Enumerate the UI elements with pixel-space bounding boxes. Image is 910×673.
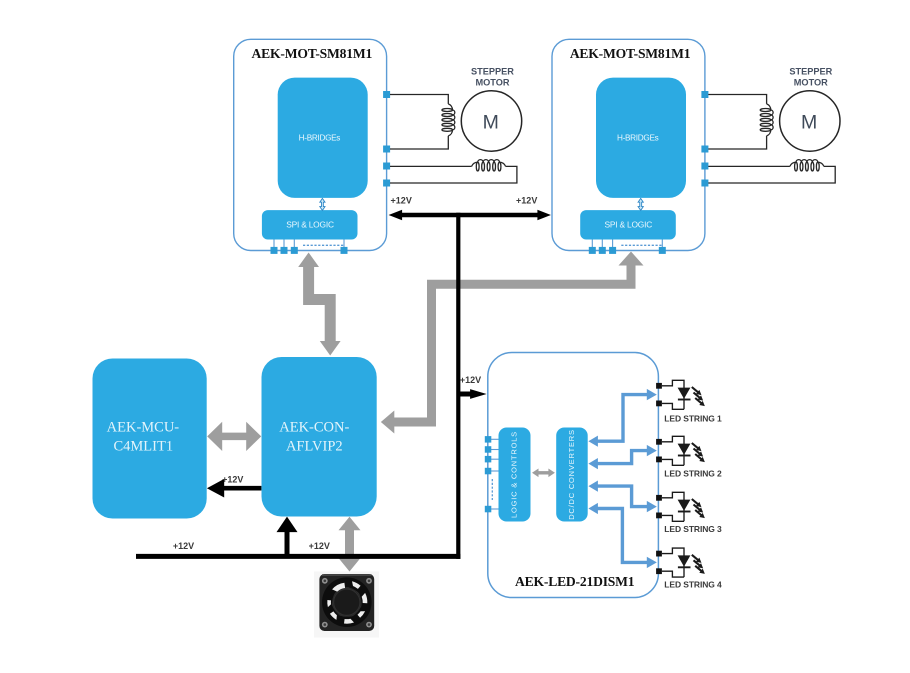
- svg-text:+12V: +12V: [516, 196, 537, 206]
- svg-text:MOTOR: MOTOR: [475, 77, 509, 87]
- svg-text:+12V: +12V: [222, 475, 243, 485]
- svg-text:+12V: +12V: [460, 375, 481, 385]
- svg-text:LED STRING 4: LED STRING 4: [664, 579, 722, 589]
- svg-text:H-BRIDGEs: H-BRIDGEs: [299, 133, 341, 142]
- svg-text:LED STRING 1: LED STRING 1: [664, 413, 722, 423]
- svg-text:C4MLIT1: C4MLIT1: [113, 438, 173, 454]
- svg-text:AFLVIP2: AFLVIP2: [286, 438, 343, 454]
- svg-text:+12V: +12V: [309, 541, 330, 551]
- svg-text:MOTOR: MOTOR: [794, 77, 828, 87]
- svg-text:M: M: [483, 111, 499, 133]
- svg-text:+12V: +12V: [173, 541, 194, 551]
- svg-text:M: M: [801, 111, 817, 133]
- svg-text:AEK-MCU-: AEK-MCU-: [107, 420, 180, 436]
- svg-text:AEK-CON-: AEK-CON-: [279, 420, 349, 436]
- svg-text:AEK-MOT-SM81M1: AEK-MOT-SM81M1: [252, 46, 373, 61]
- svg-text:SPI & LOGIC: SPI & LOGIC: [286, 220, 334, 230]
- svg-text:AEK-LED-21DISM1: AEK-LED-21DISM1: [515, 574, 635, 589]
- svg-text:LED STRING 3: LED STRING 3: [664, 524, 722, 534]
- svg-text:LED STRING 2: LED STRING 2: [664, 469, 722, 479]
- svg-text:LOGIC & CONTROLS: LOGIC & CONTROLS: [510, 431, 519, 518]
- svg-text:DC/DC CONVERTERS: DC/DC CONVERTERS: [567, 429, 576, 520]
- svg-text:STEPPER: STEPPER: [471, 67, 514, 77]
- svg-text:H-BRIDGEs: H-BRIDGEs: [617, 133, 659, 142]
- svg-text:AEK-MOT-SM81M1: AEK-MOT-SM81M1: [570, 46, 691, 61]
- svg-text:SPI & LOGIC: SPI & LOGIC: [604, 220, 652, 230]
- svg-text:+12V: +12V: [391, 196, 412, 206]
- svg-text:STEPPER: STEPPER: [789, 67, 832, 77]
